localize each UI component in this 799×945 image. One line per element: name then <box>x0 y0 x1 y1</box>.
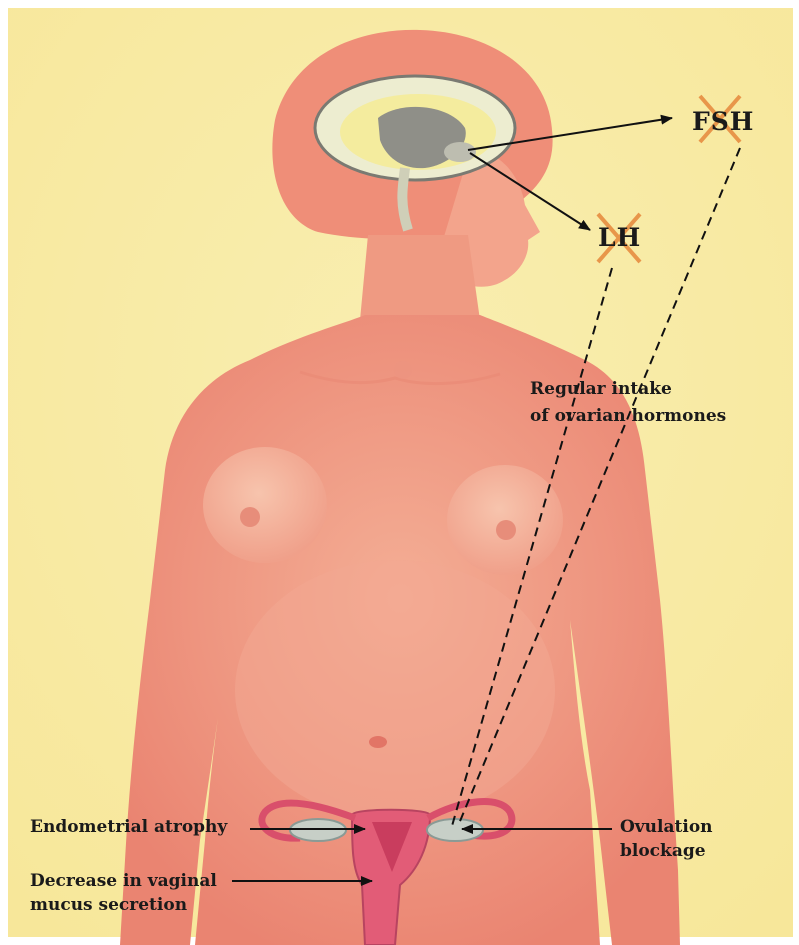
intake-label-line2: of ovarian hormones <box>530 405 726 427</box>
intake-label-line1: Regular intake <box>530 378 672 400</box>
lh-label: LH <box>598 223 641 252</box>
abdomen-shade <box>235 560 555 820</box>
ovulation-label-line1: Ovulation <box>620 816 713 838</box>
mucus-label-line2: mucus secretion <box>30 894 187 916</box>
neck <box>360 235 480 320</box>
right-nipple <box>496 520 516 540</box>
left-breast <box>203 447 327 563</box>
fsh-label: FSH <box>692 107 754 136</box>
mucus-label-line1: Decrease in vaginal <box>30 870 217 892</box>
ovulation-label-line2: blockage <box>620 840 706 862</box>
pituitary <box>444 142 476 162</box>
brain-stem <box>402 168 408 230</box>
endometrial-label: Endometrial atrophy <box>30 816 227 838</box>
suprasternal-notch <box>394 361 412 379</box>
navel <box>369 736 387 748</box>
left-nipple <box>240 507 260 527</box>
right-breast <box>447 465 563 575</box>
